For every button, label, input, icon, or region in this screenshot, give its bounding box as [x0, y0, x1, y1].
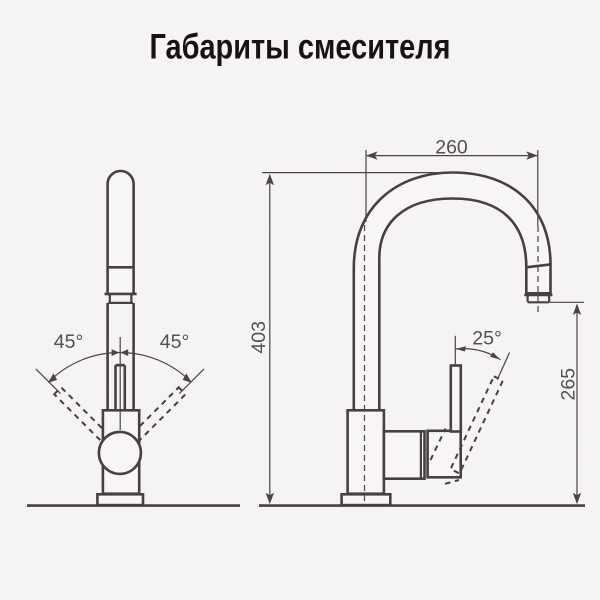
svg-text:Габариты смесителя: Габариты смесителя — [150, 27, 451, 67]
svg-text:403: 403 — [248, 321, 270, 354]
svg-text:45°: 45° — [160, 331, 190, 353]
svg-text:260: 260 — [435, 137, 468, 159]
svg-text:25°: 25° — [472, 328, 502, 350]
svg-text:45°: 45° — [54, 331, 84, 353]
svg-text:265: 265 — [558, 368, 580, 401]
